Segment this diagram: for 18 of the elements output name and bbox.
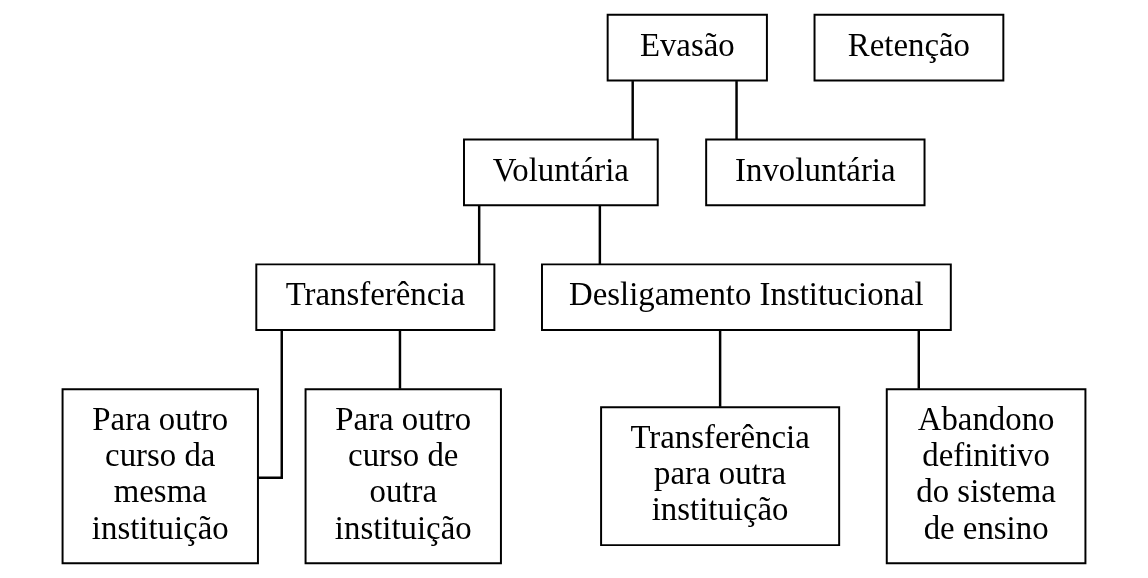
node-box: Retenção (813, 13, 1005, 82)
node-box: Desligamento Institucional (541, 263, 952, 332)
node-box: Voluntária (463, 138, 659, 207)
node-box: Para outro curso de outra instituição (304, 388, 502, 565)
node-box: Abandono definitivo do sistema de ensino (885, 388, 1087, 565)
node-box: Para outro curso da mesma instituição (61, 388, 259, 565)
node-box: Transferência para outra instituição (600, 406, 841, 547)
connector (398, 330, 402, 389)
node-box: Evasão (606, 13, 768, 82)
connector (631, 81, 634, 140)
connector (598, 205, 602, 265)
connector (917, 330, 920, 389)
connector (718, 330, 722, 407)
node-box: Involuntária (705, 138, 926, 207)
node-box: Transferência (255, 263, 496, 332)
connector (735, 81, 738, 140)
connector (258, 330, 283, 480)
connector (477, 205, 481, 265)
